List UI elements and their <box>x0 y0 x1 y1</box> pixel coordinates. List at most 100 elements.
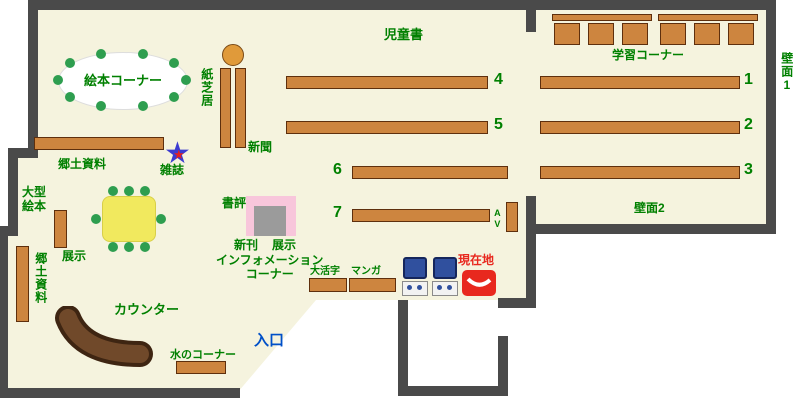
label-information-line1: インフォメーション <box>216 253 324 267</box>
shelf-3 <box>540 166 740 179</box>
study-carrel-desk <box>588 23 614 45</box>
label-kamishibai: 紙芝居 <box>199 68 214 107</box>
water-corner-stand <box>176 361 226 374</box>
kamishibai-shelf <box>220 68 231 148</box>
wall-divider-lower <box>526 196 536 300</box>
label-local-materials-top: 郷土資料 <box>58 157 107 171</box>
newspaper-shelf <box>235 68 246 148</box>
chair-dot <box>108 242 118 252</box>
label-manga: マンガ <box>351 266 381 277</box>
terminal-knob <box>447 285 452 290</box>
terminal-knob <box>417 285 422 290</box>
label-information-corner: インフォメーション コーナー <box>216 253 324 282</box>
chair-dot <box>124 186 134 196</box>
current-location-marker <box>462 270 496 296</box>
label-counter: カウンター <box>114 302 180 317</box>
wall-left-lower <box>0 226 8 398</box>
shelf-4 <box>286 76 488 89</box>
exhibit-shelf-left <box>54 210 67 248</box>
chair-dot <box>96 101 106 111</box>
shelf-number-1: 1 <box>744 71 753 88</box>
display-case-inner <box>254 206 286 236</box>
wall-left-mid <box>8 148 18 236</box>
label-current-location: 現在地 <box>458 253 495 267</box>
chair-dot <box>96 49 106 59</box>
opac-terminal <box>432 257 458 297</box>
wall-top <box>28 0 774 10</box>
chair-dot <box>169 92 179 102</box>
chair-dot <box>181 75 191 85</box>
wall-stair-left <box>398 300 408 396</box>
wall-bottom-left <box>0 388 240 398</box>
study-carrel-desk <box>622 23 648 45</box>
shelf-number-3: 3 <box>744 161 753 178</box>
study-carrel-desk <box>554 23 580 45</box>
label-large-picture-books: 大型 絵本 <box>22 185 47 214</box>
shelf-2 <box>540 121 740 134</box>
wall-stair-bottom <box>398 386 508 396</box>
shelf-number-5: 5 <box>494 116 503 133</box>
chair-dot <box>138 101 148 111</box>
wall-divider-top <box>526 10 536 32</box>
label-local-materials-left: 郷土資料 <box>33 252 48 304</box>
label-newspaper: 新聞 <box>248 140 273 154</box>
picture-book-corner-oval: 絵本コーナー <box>58 52 188 110</box>
chair-dot <box>91 214 101 224</box>
chair-dot <box>140 242 150 252</box>
shelf-number-7: 7 <box>333 204 342 221</box>
star-inner-icon: ★ <box>173 147 185 162</box>
study-carrel-desk <box>660 23 686 45</box>
label-new-books: 新刊 <box>234 238 259 252</box>
magazine-star-icon: ★ ★ <box>164 139 194 169</box>
chair-dot <box>140 186 150 196</box>
shelf-6 <box>352 166 508 179</box>
label-large-print: 大活字 <box>310 266 340 277</box>
round-table <box>222 44 244 66</box>
av-shelf <box>506 202 518 232</box>
label-magazine: 雑誌 <box>160 163 185 177</box>
label-wall-face-1: 壁面1 <box>779 52 794 93</box>
reading-table <box>102 196 156 242</box>
chair-dot <box>65 58 75 68</box>
label-large-picture-books-line2: 絵本 <box>22 198 47 213</box>
label-water-corner: 水のコーナー <box>170 349 236 361</box>
wall-stair-right <box>498 336 508 396</box>
chair-dot <box>65 92 75 102</box>
opac-terminal <box>402 257 428 297</box>
local-materials-shelf-left <box>16 246 29 322</box>
study-carrel-desk <box>694 23 720 45</box>
chair-dot <box>156 214 166 224</box>
terminal-knob <box>437 285 442 290</box>
label-entrance: 入口 <box>254 332 285 349</box>
label-large-picture-books-line1: 大型 <box>22 185 47 199</box>
study-carrel-bar <box>658 14 758 21</box>
shelf-number-2: 2 <box>744 116 753 133</box>
label-information-line2: コーナー <box>245 266 294 281</box>
shelf-number-6: 6 <box>333 161 342 178</box>
wall-left-upper <box>28 0 38 158</box>
label-children-books: 児童書 <box>384 27 424 42</box>
shelf-5 <box>286 121 488 134</box>
chair-dot <box>138 49 148 59</box>
manga-shelf <box>349 278 396 292</box>
large-print-shelf <box>309 278 347 292</box>
terminal-knob <box>407 285 412 290</box>
shelf-1 <box>540 76 740 89</box>
terminal-body <box>432 281 458 296</box>
label-wall-face-2: 壁面2 <box>634 201 665 215</box>
shelf-number-4: 4 <box>494 71 503 88</box>
label-exhibit-left: 展示 <box>62 249 87 263</box>
star-outer-icon: ★ <box>164 137 191 170</box>
chair-dot <box>108 186 118 196</box>
label-study-corner: 学習コーナー <box>612 48 685 62</box>
wall-rightroom-bottom <box>530 224 774 234</box>
counter-desk <box>55 306 153 367</box>
wall-stair-top <box>498 298 536 308</box>
label-av: AV <box>492 208 503 230</box>
chair-dot <box>124 242 134 252</box>
terminal-body <box>402 281 428 296</box>
label-picture-book-corner: 絵本コーナー <box>83 72 162 88</box>
shelf-7 <box>352 209 490 222</box>
current-location-swoosh-icon <box>466 277 492 287</box>
